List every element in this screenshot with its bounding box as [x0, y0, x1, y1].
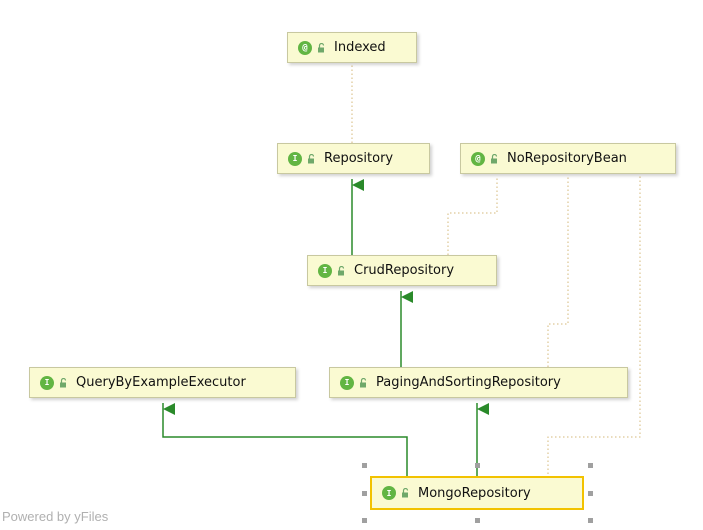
- selection-handle-middle-right[interactable]: [588, 491, 593, 496]
- node-repository[interactable]: I Repository: [277, 143, 430, 174]
- interface-icon: I: [382, 486, 396, 500]
- public-lock-icon: [308, 153, 315, 163]
- interface-icon: I: [288, 151, 302, 166]
- node-indexed[interactable]: @ Indexed: [287, 32, 417, 63]
- interface-icon: I: [340, 375, 354, 390]
- selection-handle-bottom-left[interactable]: [362, 518, 367, 523]
- annotation-icon: @: [471, 151, 485, 166]
- node-paging-and-sorting-repository[interactable]: I PagingAndSortingRepository: [329, 367, 628, 398]
- public-lock-icon: [318, 42, 325, 52]
- edge-mongo-norepositorybean: [547, 176, 641, 478]
- public-lock-icon: [491, 153, 498, 163]
- edge-paging-norepositorybean: [547, 176, 569, 367]
- node-query-by-example-executor[interactable]: I QueryByExampleExecutor: [29, 367, 296, 398]
- selection-handle-bottom-right[interactable]: [588, 518, 593, 523]
- powered-by-watermark: Powered by yFiles: [2, 509, 109, 524]
- selection-handle-top-center[interactable]: [475, 463, 480, 468]
- node-mongo-repository[interactable]: I MongoRepository: [370, 476, 584, 510]
- interface-icon: I: [318, 263, 332, 278]
- edge-crud-norepositorybean: [447, 176, 498, 255]
- public-lock-icon: [60, 377, 67, 387]
- public-lock-icon: [338, 265, 345, 275]
- node-label: NoRepositoryBean: [507, 151, 627, 166]
- node-label: MongoRepository: [418, 485, 531, 501]
- node-label: QueryByExampleExecutor: [76, 375, 246, 390]
- edge-mongo-extends-querybyexample: [162, 403, 408, 478]
- annotation-icon: @: [298, 40, 312, 55]
- node-label: Indexed: [334, 40, 386, 55]
- interface-icon: I: [40, 375, 54, 390]
- node-crud-repository[interactable]: I CrudRepository: [307, 255, 497, 286]
- selection-handle-top-right[interactable]: [588, 463, 593, 468]
- selection-handle-top-left[interactable]: [362, 463, 367, 468]
- node-label: PagingAndSortingRepository: [376, 375, 561, 390]
- node-label: CrudRepository: [354, 263, 455, 278]
- selection-handle-bottom-center[interactable]: [475, 518, 480, 523]
- public-lock-icon: [402, 488, 409, 498]
- selection-handle-middle-left[interactable]: [362, 491, 367, 496]
- public-lock-icon: [360, 377, 367, 387]
- node-no-repository-bean[interactable]: @ NoRepositoryBean: [460, 143, 676, 174]
- node-label: Repository: [324, 151, 394, 166]
